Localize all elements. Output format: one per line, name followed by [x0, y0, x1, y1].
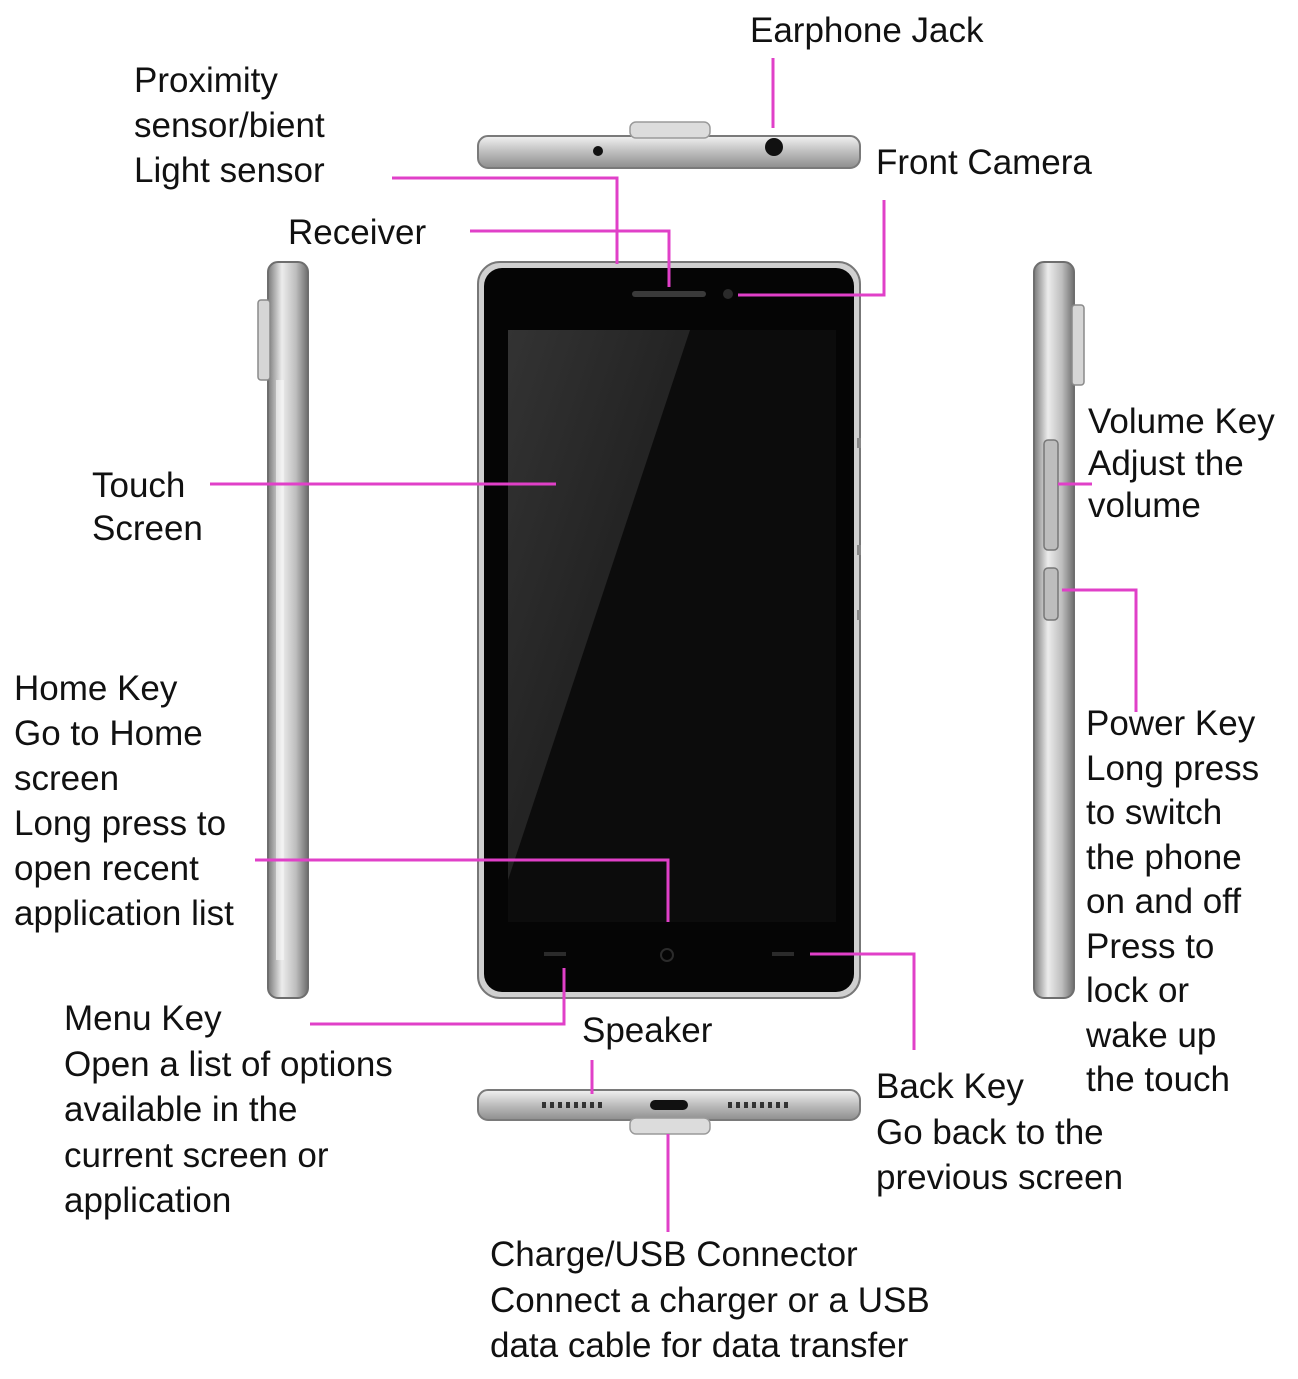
usb-port	[650, 1100, 688, 1110]
callout-home-key	[255, 858, 670, 922]
earphone-jack-hole	[765, 138, 783, 156]
label-power-key-line: the touch	[1086, 1060, 1230, 1099]
label-receiver-line: Receiver	[288, 213, 427, 252]
label-back-key: Back Key Go back to the previous screen	[876, 1064, 1123, 1201]
label-receiver: Receiver	[288, 212, 426, 254]
phone-bottom-edge	[477, 1089, 861, 1135]
phone-left-side	[257, 261, 309, 999]
label-proximity-sensor-line: sensor/bient	[134, 106, 325, 145]
microphone-hole	[593, 146, 603, 156]
volume-button	[1043, 439, 1059, 551]
callout-front-camera	[738, 200, 886, 297]
label-back-key-line: Go back to the	[876, 1112, 1104, 1152]
label-menu-key-line: Open a list of options	[64, 1044, 393, 1084]
label-home-key-line: application list	[14, 894, 234, 933]
phone-front	[477, 261, 861, 999]
label-touch-screen-line: Touch	[92, 466, 186, 505]
label-home-key-line: open recent	[14, 849, 199, 888]
label-power-key-line: lock or	[1086, 971, 1190, 1010]
label-power-key-line: to switch	[1086, 793, 1223, 832]
label-back-key-line: Back Key	[876, 1067, 1024, 1106]
phone-top-edge	[477, 121, 861, 169]
callout-menu-key	[310, 968, 566, 1026]
label-volume-key-line: Adjust the	[1088, 444, 1244, 483]
label-charge-usb-line: data cable for data transfer	[490, 1326, 909, 1365]
label-speaker: Speaker	[582, 1010, 712, 1052]
label-earphone-jack-line: Earphone Jack	[750, 11, 984, 50]
phone-right-side	[1033, 261, 1085, 999]
label-menu-key-line: application	[64, 1181, 232, 1220]
receiver-slot	[632, 291, 706, 297]
label-menu-key-line: Menu Key	[64, 999, 222, 1038]
front-camera-lens	[723, 289, 733, 299]
label-back-key-line: previous screen	[876, 1158, 1124, 1197]
label-power-key-line: Power Key	[1086, 704, 1256, 743]
label-home-key-line: Go to Home	[14, 714, 203, 753]
label-earphone-jack: Earphone Jack	[750, 10, 983, 52]
label-power-key-line: Press to	[1086, 926, 1215, 966]
label-speaker-line: Speaker	[582, 1011, 713, 1050]
label-proximity-sensor-line: Light sensor	[134, 151, 325, 190]
callout-proximity-sensor	[392, 176, 619, 264]
label-front-camera: Front Camera	[876, 142, 1092, 184]
label-power-key-line: on and off	[1086, 882, 1242, 921]
power-button	[1043, 567, 1059, 621]
label-charge-usb-line: Charge/USB Connector	[490, 1235, 858, 1274]
label-home-key-line: Home Key	[14, 669, 178, 708]
label-home-key-line: Long press to	[14, 804, 227, 843]
callout-receiver	[470, 229, 671, 287]
label-charge-usb-line: Connect a charger or a USB	[490, 1280, 930, 1320]
label-home-key-line: screen	[14, 759, 120, 798]
label-touch-screen-line: Screen	[92, 509, 203, 548]
label-volume-key-line: volume	[1088, 486, 1201, 525]
label-power-key-line: Long press	[1086, 748, 1260, 788]
label-power-key-line: the phone	[1086, 837, 1242, 877]
speaker-grille-left	[542, 1102, 602, 1108]
label-front-camera-line: Front Camera	[876, 143, 1092, 182]
label-menu-key-line: current screen or	[64, 1135, 329, 1175]
label-proximity-sensor-line: Proximity	[134, 61, 278, 100]
label-volume-key-line: Volume Key	[1088, 402, 1275, 441]
label-menu-key-line: available in the	[64, 1090, 298, 1129]
speaker-grille-right	[728, 1102, 788, 1108]
callout-power-key	[1062, 588, 1138, 712]
callout-back-key	[810, 952, 916, 1050]
label-power-key-line: wake up	[1086, 1015, 1217, 1055]
